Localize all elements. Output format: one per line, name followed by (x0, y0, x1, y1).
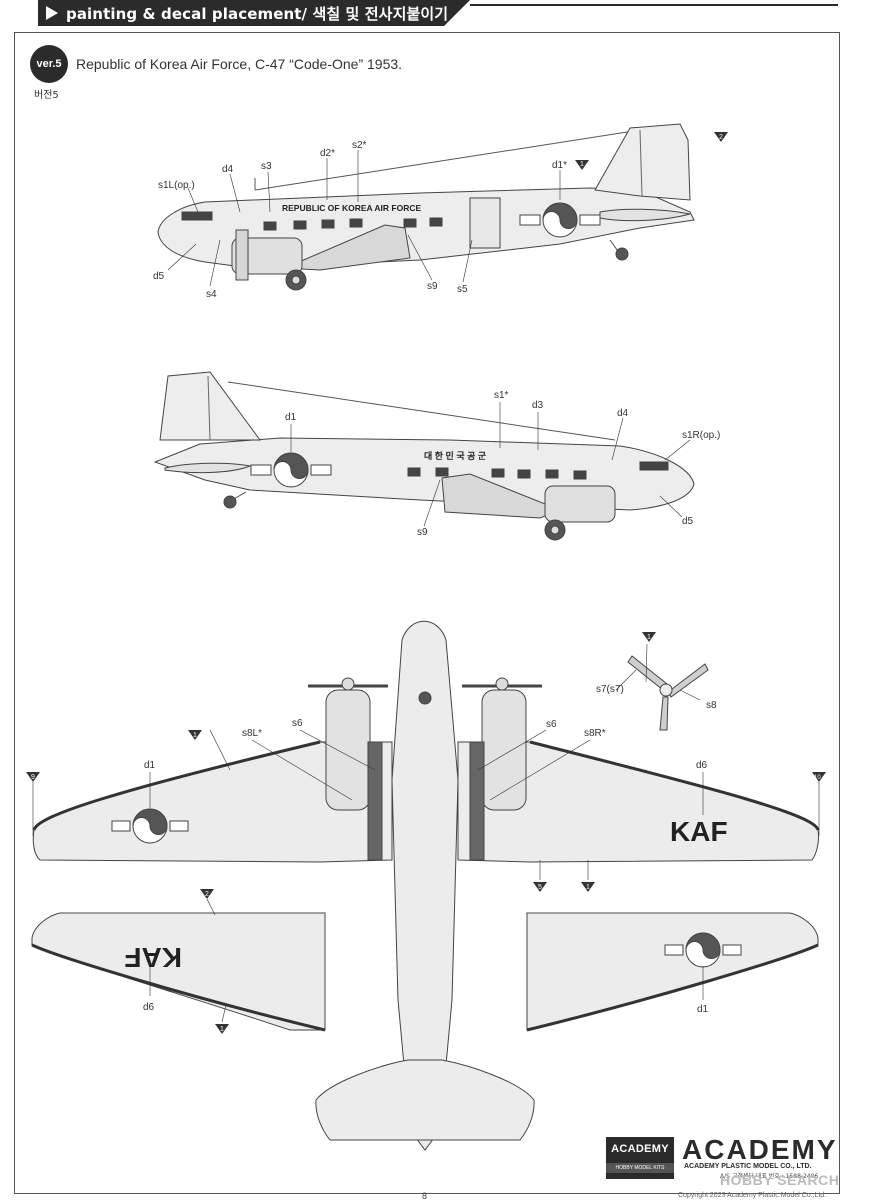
marker-5: 5 (533, 860, 547, 892)
cabin-window (573, 470, 587, 480)
cabin-window (263, 221, 277, 231)
wing-text-bottom: KAF (124, 942, 182, 973)
watermark: HOBBY SEARCH (720, 1172, 840, 1188)
cabin-window (429, 217, 443, 227)
play-arrow-icon (46, 6, 58, 20)
label-s3: s3 (261, 161, 272, 172)
label-d3: d3 (532, 400, 544, 411)
section-title: painting & decal placement/ 색칠 및 전사지붙이기 (66, 4, 449, 23)
academy-brand: ACADEMY (682, 1134, 838, 1165)
academy-logo-small: ACADEMY HOBBY MODEL KITS (606, 1137, 674, 1179)
label-s8L: s8L* (242, 728, 262, 739)
page-frame (14, 32, 840, 1194)
label-d1-plan-top: d1 (144, 760, 156, 771)
svg-text:2: 2 (719, 134, 723, 141)
left-side-labels (167, 150, 561, 287)
marker-2-side: 2 (714, 132, 728, 142)
label-s9-left: s9 (427, 281, 438, 292)
brand-tel: A/S 고객센터 대표 번호 : 1588-2406 (720, 1173, 819, 1180)
version-badge: ver.5 (30, 45, 68, 83)
logo-small-text: ACADEMY (611, 1143, 669, 1155)
cabin-window (293, 220, 307, 230)
section-header: painting & decal placement/ 색칠 및 전사지붙이기 (38, 0, 470, 26)
label-d5-left: d5 (153, 271, 165, 282)
label-d1-left: d1* (552, 160, 567, 171)
cabin-window (435, 467, 449, 477)
marker-1-side: 1 (575, 160, 589, 170)
top-plan-view: KAF (32, 620, 820, 1151)
label-s1: s1* (494, 390, 509, 401)
label-s7: s7(s7) (596, 684, 624, 695)
label-s2: s2* (352, 140, 367, 151)
version-sub-label: 버전5 (34, 90, 59, 101)
label-s1R: s1R(op.) (682, 430, 720, 441)
marker-9: 9 (26, 772, 40, 836)
left-side-view: REPUBLIC OF KOREA AIR FORCE (157, 123, 695, 291)
underside-wings: KAF (31, 912, 819, 1032)
label-s9-right: s9 (417, 527, 428, 538)
right-side-view: 대 한 민 국 공 군 (153, 371, 695, 541)
copyright: Copyright 2023 Academy Plastic Model Co.… (678, 1192, 827, 1199)
cabin-window (321, 219, 335, 229)
label-d5-right: d5 (682, 516, 694, 527)
brand-sub: ACADEMY PLASTIC MODEL CO., LTD. (684, 1163, 812, 1170)
marker-1-right-wing: 1 (581, 860, 595, 892)
marker-1-underside: 1 (215, 1004, 229, 1034)
svg-text:5: 5 (538, 884, 542, 891)
wing-text-top: KAF (670, 816, 728, 847)
label-s8R: s8R* (584, 728, 606, 739)
svg-text:1: 1 (580, 161, 584, 168)
label-s8: s8 (706, 700, 717, 711)
label-d2: d2* (320, 148, 335, 159)
header-rule (470, 4, 838, 6)
svg-text:1: 1 (586, 884, 590, 891)
label-d4-right: d4 (617, 408, 629, 419)
fuselage-text-ko: 대 한 민 국 공 군 (424, 450, 487, 461)
svg-text:2: 2 (205, 891, 209, 898)
cabin-window (545, 469, 559, 479)
svg-text:1: 1 (220, 1026, 224, 1033)
svg-text:1: 1 (647, 634, 651, 641)
page-number: 8 (422, 1191, 428, 1201)
svg-text:9: 9 (31, 774, 35, 781)
propeller-detail (627, 655, 709, 731)
marker-1-propeller: 1 (642, 632, 656, 642)
label-d6-plan-bottom: d6 (143, 1002, 155, 1013)
svg-text:10: 10 (814, 775, 821, 781)
label-d4-left: d4 (222, 164, 234, 175)
plan-view-labels (149, 643, 704, 1000)
label-s4: s4 (206, 289, 217, 300)
marker-10: 10 (812, 772, 826, 836)
svg-text:1: 1 (193, 732, 197, 739)
marker-1-left-wing: 1 (188, 730, 202, 740)
logo-small-sub: HOBBY MODEL KITS (606, 1163, 674, 1173)
label-d1-plan-bottom: d1 (697, 1004, 709, 1015)
label-s1L: s1L(op.) (158, 180, 195, 191)
label-d1-right: d1 (285, 412, 297, 423)
cabin-window (403, 218, 417, 228)
label-s6-left: s6 (292, 718, 303, 729)
label-d6-plan-top: d6 (696, 760, 708, 771)
right-side-labels (290, 402, 691, 527)
version-title: Republic of Korea Air Force, C-47 “Code-… (76, 56, 403, 72)
marker-2-underside: 2 (200, 889, 216, 916)
cabin-window (517, 469, 531, 479)
label-s5: s5 (457, 284, 468, 295)
cabin-window (407, 467, 421, 477)
fuselage-text-en: REPUBLIC OF KOREA AIR FORCE (282, 203, 421, 213)
cabin-window (491, 468, 505, 478)
label-s6-right: s6 (546, 719, 557, 730)
cabin-window (349, 218, 363, 228)
